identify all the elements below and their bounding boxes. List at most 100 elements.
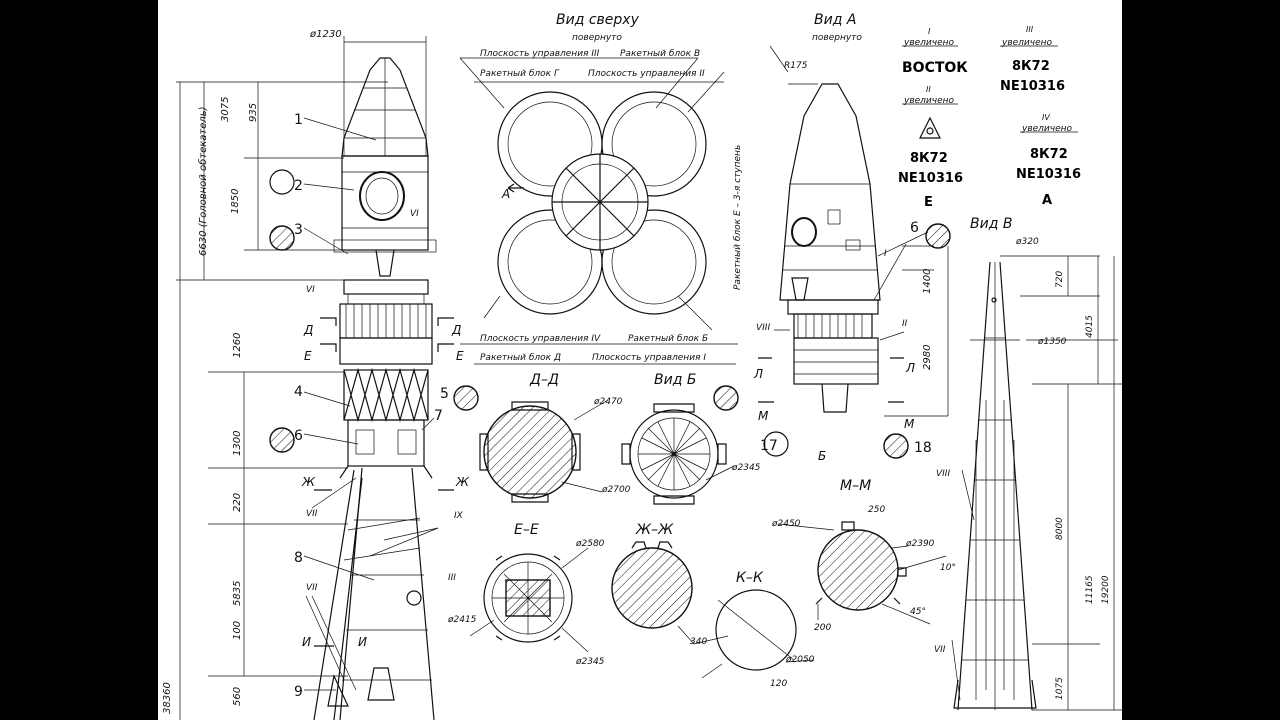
dim-720: 720 xyxy=(1055,271,1065,288)
section-zhzh-title: Ж–Ж xyxy=(635,522,674,538)
marking-4-roman: IV xyxy=(1042,113,1050,122)
view-b-small-title: Вид Б xyxy=(654,372,696,388)
dim-11165: 11165 xyxy=(1085,575,1095,604)
view-a-note: повернуто xyxy=(812,33,862,43)
marker-zh-right: Ж xyxy=(455,475,470,489)
view-v-body xyxy=(957,261,1033,711)
marking-1-line-1: ВОСТОК xyxy=(902,60,968,76)
marking-2-roman: II xyxy=(926,85,931,94)
marking-3-roman: III xyxy=(1026,25,1034,34)
callout-18: 18 xyxy=(914,440,932,456)
marker-l-left: Л xyxy=(753,367,763,381)
dim-2700: ø2700 xyxy=(601,485,631,495)
dim-6630: 6630 (Головной обтекатель) xyxy=(197,106,209,256)
marker-m-right: М xyxy=(904,417,915,431)
top-label-5: Плоскость управления IV xyxy=(480,334,601,344)
dim-4015: 4015 xyxy=(1085,315,1095,338)
view-v xyxy=(951,255,1122,711)
dim-100: 100 xyxy=(232,621,243,640)
dim-8000: 8000 xyxy=(1055,517,1065,540)
dim-1260: 1260 xyxy=(232,333,243,358)
dim-1850: 1850 xyxy=(230,189,241,214)
section-mm-title: М–М xyxy=(840,478,871,494)
callout-3: 3 xyxy=(294,222,303,238)
booster-circle-b xyxy=(601,209,707,315)
roman-ix: IX xyxy=(454,511,464,521)
roman-vi-b: VI xyxy=(306,285,315,295)
marker-circle-2 xyxy=(269,169,295,195)
marker-d-left: Д xyxy=(303,323,313,337)
section-e-e xyxy=(469,547,589,653)
view-a-side-label: Ракетный блок Е – 3-я ступень xyxy=(733,145,743,290)
marker-circle-5 xyxy=(453,385,479,411)
drawing-sheet: ø1230 3075 935 1850 6630 (Головной обтек… xyxy=(158,0,1122,720)
fairing-cylinder xyxy=(341,155,429,251)
marker-i-right: И xyxy=(358,635,367,649)
dim-2390: ø2390 xyxy=(905,539,935,549)
marking-2-line-2: NE10316 xyxy=(898,171,963,186)
markings-block xyxy=(902,45,1078,139)
dim-45deg: 45° xyxy=(910,607,926,617)
top-arrow-a: А xyxy=(501,187,510,201)
dim-340: 340 xyxy=(690,637,707,647)
dim-200: 200 xyxy=(814,623,831,633)
marking-3-note: увеличено xyxy=(1001,38,1053,48)
dim-2450: ø2450 xyxy=(771,519,801,529)
callout-5: 5 xyxy=(440,386,449,402)
view-a-body xyxy=(779,83,881,301)
marker-i-left: И xyxy=(302,635,311,649)
section-ee-title: Е–Е xyxy=(514,522,539,538)
dim-2345a: ø2345 xyxy=(731,463,761,473)
dim-1400: 1400 xyxy=(922,269,933,294)
dim-120: 120 xyxy=(770,679,787,689)
rocket-blueprint: ø1230 3075 935 1850 6630 (Головной обтек… xyxy=(162,12,1122,720)
top-label-3: Ракетный блок Г xyxy=(480,69,560,79)
view-a-title: Вид А xyxy=(814,12,856,28)
dim-5835: 5835 xyxy=(232,581,243,606)
top-label-7: Ракетный блок Д xyxy=(480,353,561,363)
dim-1230: ø1230 xyxy=(309,29,342,40)
dim-2345b: ø2345 xyxy=(575,657,605,667)
top-view xyxy=(459,57,738,365)
booster-circle-g xyxy=(601,91,707,197)
marking-4-line-2: NE10316 xyxy=(1016,167,1081,182)
dim-2580: ø2580 xyxy=(575,539,605,549)
roman-iii: III xyxy=(448,573,456,583)
roman-viii-a: VIII xyxy=(756,323,770,333)
top-label-4: Плоскость управления II xyxy=(588,69,705,79)
top-label-8: Плоскость управления I xyxy=(592,353,706,363)
marker-e-right: Е xyxy=(456,349,464,363)
marking-3-line-1: 8К72 xyxy=(1012,59,1050,74)
section-kk-title: К–К xyxy=(736,570,764,586)
callout-6: 6 xyxy=(294,428,303,444)
marking-2-line-3: Е xyxy=(924,195,933,210)
top-label-6: Ракетный блок Б xyxy=(628,334,708,344)
marker-circle-3 xyxy=(269,225,295,251)
callout-1: 1 xyxy=(294,112,303,128)
dim-2980: 2980 xyxy=(922,345,933,370)
dim-38360: 38360 xyxy=(162,682,173,714)
dim-1350: ø1350 xyxy=(1037,337,1067,347)
section-zh-zh xyxy=(611,541,729,645)
top-view-note: повернуто xyxy=(572,33,622,43)
callout-6-view-a: 6 xyxy=(910,220,919,236)
dim-2415: ø2415 xyxy=(447,615,477,625)
marker-l-right: Л xyxy=(905,361,915,375)
section-dd-title: Д–Д xyxy=(529,372,559,388)
marker-m-left: М xyxy=(758,409,769,423)
section-m-m xyxy=(777,521,947,625)
roman-vi-a: VI xyxy=(410,209,419,219)
marking-3-line-2: NE10316 xyxy=(1000,79,1065,94)
marking-1-note: увеличено xyxy=(903,38,955,48)
callout-2: 2 xyxy=(294,178,303,194)
roman-vii-a: VII xyxy=(306,509,318,519)
dim-935: 935 xyxy=(248,103,259,122)
roman-i: I xyxy=(884,249,887,259)
view-a xyxy=(758,45,951,459)
interstage-truss xyxy=(343,369,429,421)
roman-vii-c: VII xyxy=(934,645,946,655)
marking-2-note: увеличено xyxy=(903,96,955,106)
marker-d-right: Д xyxy=(451,323,461,337)
main-side-view xyxy=(176,36,479,720)
dim-2470: ø2470 xyxy=(593,397,623,407)
